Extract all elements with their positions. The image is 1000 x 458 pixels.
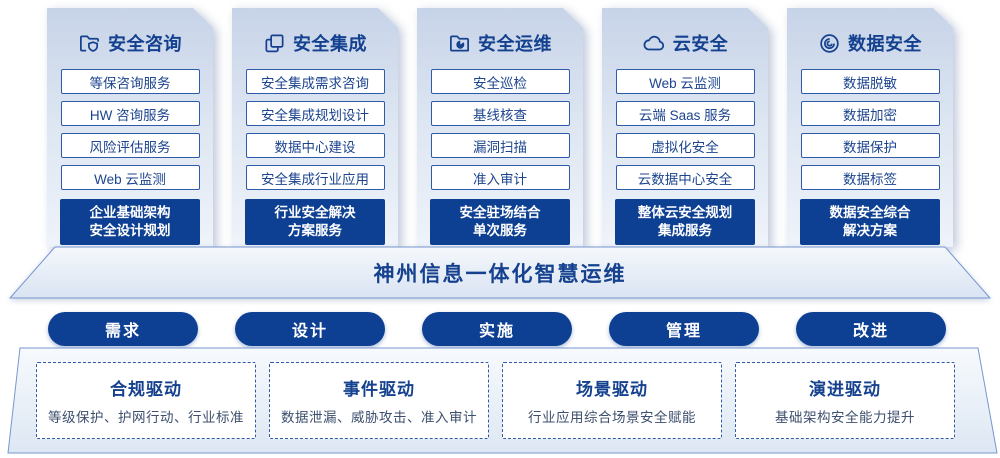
service-item: 数据保护 [800, 133, 940, 158]
service-item: 数据标签 [800, 165, 940, 190]
service-item: 虚拟化安全 [615, 133, 755, 158]
column-footer: 企业基础架构 安全设计规划 [60, 199, 200, 245]
service-item: 安全集成规划设计 [245, 101, 385, 126]
driver-title: 事件驱动 [343, 380, 415, 399]
driver-desc: 数据泄漏、威胁攻击、准入审计 [281, 410, 477, 425]
column-cloud-security: 云安全 Web 云监测 云端 Saas 服务 虚拟化安全 云数据中心安全 整体云… [602, 8, 768, 247]
service-item: Web 云监测 [615, 69, 755, 94]
pill-design: 设计 [235, 312, 385, 346]
column-footer: 整体云安全规划 集成服务 [615, 199, 755, 245]
service-item: 安全巡检 [430, 69, 570, 94]
pill-management: 管理 [609, 312, 759, 346]
driver-box-compliance: 合规驱动 等级保护、护网行动、行业标准 [36, 362, 256, 439]
column-card: 云安全 Web 云监测 云端 Saas 服务 虚拟化安全 云数据中心安全 整体云… [602, 8, 768, 247]
service-item: 等保咨询服务 [60, 69, 200, 94]
driver-box-incident: 事件驱动 数据泄漏、威胁攻击、准入审计 [269, 362, 489, 439]
column-card: 安全集成 安全集成需求咨询 安全集成规划设计 数据中心建设 安全集成行业应用 行… [232, 8, 398, 247]
column-header: 云安全 [642, 30, 729, 56]
column-title: 安全咨询 [108, 34, 182, 54]
pill-improvement: 改进 [796, 312, 946, 346]
column-data-security: 数据安全 数据脱敏 数据加密 数据保护 数据标签 数据安全综合 解决方案 [787, 8, 953, 247]
driver-title: 合规驱动 [110, 380, 182, 399]
driver-title: 演进驱动 [809, 380, 881, 399]
pill-requirement: 需求 [48, 312, 198, 346]
service-list: Web 云监测 云端 Saas 服务 虚拟化安全 云数据中心安全 [615, 69, 755, 190]
driver-box-scenario: 场景驱动 行业应用综合场景安全赋能 [502, 362, 722, 439]
service-list: 安全巡检 基线核查 漏洞扫描 准入审计 [430, 69, 570, 190]
service-item: 准入审计 [430, 165, 570, 190]
service-item: 风险评估服务 [60, 133, 200, 158]
service-list: 等保咨询服务 HW 咨询服务 风险评估服务 Web 云监测 [60, 69, 200, 190]
folder-shield-icon [80, 35, 99, 52]
column-card: 数据安全 数据脱敏 数据加密 数据保护 数据标签 数据安全综合 解决方案 [787, 8, 953, 247]
column-title: 安全集成 [293, 34, 367, 54]
cloud-icon [643, 35, 664, 51]
driver-title: 场景驱动 [576, 380, 648, 399]
driver-box-evolution: 演进驱动 基础架构安全能力提升 [735, 362, 955, 439]
pill-implementation: 实施 [422, 312, 572, 346]
column-security-operations: 安全运维 安全巡检 基线核查 漏洞扫描 准入审计 安全驻场结合 单次服务 [417, 8, 583, 247]
driver-desc: 基础架构安全能力提升 [775, 410, 915, 425]
driver-desc: 行业应用综合场景安全赋能 [528, 410, 696, 425]
driver-desc: 等级保护、护网行动、行业标准 [48, 410, 244, 425]
service-item: 安全集成需求咨询 [245, 69, 385, 94]
folder-clock-icon [450, 35, 469, 51]
column-footer: 数据安全综合 解决方案 [800, 199, 940, 245]
service-item: 云端 Saas 服务 [615, 101, 755, 126]
fingerprint-spiral-icon [820, 33, 839, 53]
service-item: 数据加密 [800, 101, 940, 126]
service-item: HW 咨询服务 [60, 101, 200, 126]
service-item: 基线核查 [430, 101, 570, 126]
service-list: 数据脱敏 数据加密 数据保护 数据标签 [800, 69, 940, 190]
column-header: 数据安全 [818, 30, 922, 56]
service-item: 云数据中心安全 [615, 165, 755, 190]
service-item: 漏洞扫描 [430, 133, 570, 158]
column-title: 安全运维 [478, 34, 552, 54]
service-item: 数据中心建设 [245, 133, 385, 158]
service-list: 安全集成需求咨询 安全集成规划设计 数据中心建设 安全集成行业应用 [245, 69, 385, 190]
column-header: 安全运维 [448, 30, 552, 56]
service-item: 数据脱敏 [800, 69, 940, 94]
banner-title: 神州信息一体化智慧运维 [373, 263, 627, 286]
column-card: 安全运维 安全巡检 基线核查 漏洞扫描 准入审计 安全驻场结合 单次服务 [417, 8, 583, 247]
column-footer: 行业安全解决 方案服务 [245, 199, 385, 245]
column-title: 数据安全 [848, 34, 922, 54]
column-header: 安全集成 [263, 30, 367, 56]
copy-documents-icon [265, 33, 284, 52]
column-title: 云安全 [672, 34, 729, 54]
column-footer: 安全驻场结合 单次服务 [430, 199, 570, 245]
service-item: 安全集成行业应用 [245, 165, 385, 190]
column-card: 安全咨询 等保咨询服务 HW 咨询服务 风险评估服务 Web 云监测 企业基础架… [47, 8, 213, 247]
service-item: Web 云监测 [60, 165, 200, 190]
column-security-consulting: 安全咨询 等保咨询服务 HW 咨询服务 风险评估服务 Web 云监测 企业基础架… [47, 8, 213, 247]
banner-shape [8, 246, 992, 299]
column-security-integration: 安全集成 安全集成需求咨询 安全集成规划设计 数据中心建设 安全集成行业应用 行… [232, 8, 398, 247]
column-header: 安全咨询 [78, 30, 182, 56]
